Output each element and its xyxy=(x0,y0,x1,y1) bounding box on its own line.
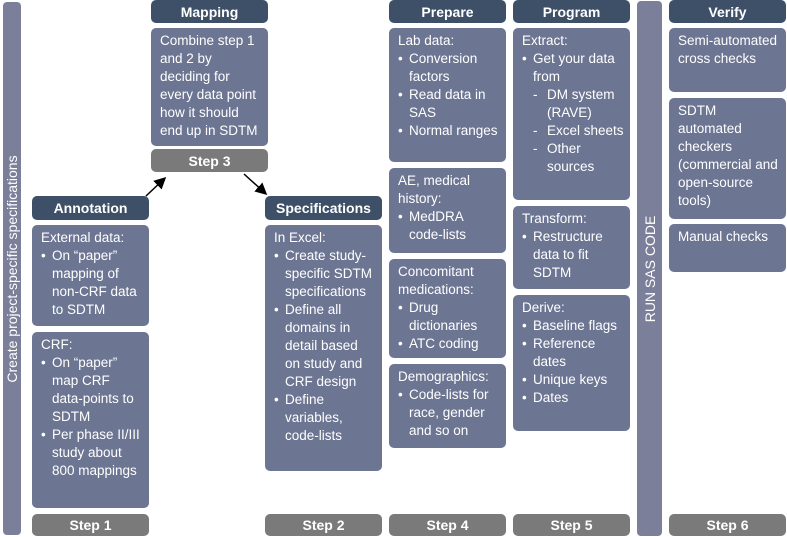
semi-automated-checks-card: Semi-automated cross checks xyxy=(669,28,786,92)
crf-item: On “paper” map CRF data-points to SDTM xyxy=(41,354,143,426)
extract-title: Extract: xyxy=(522,33,568,48)
extract-card: Extract: Get your data from DM system (R… xyxy=(513,28,630,200)
ae-medical-history-title: AE, medical history: xyxy=(398,173,471,206)
concomitant-medications-item: ATC coding xyxy=(398,335,500,353)
step-3-label: Step 3 xyxy=(151,149,268,172)
manual-checks-text: Manual checks xyxy=(678,229,769,244)
concomitant-medications-title: Concomitant medications: xyxy=(398,264,474,297)
derive-card: Derive: Baseline flags Reference dates U… xyxy=(513,295,630,431)
crf-title: CRF: xyxy=(41,337,73,352)
transform-card: Transform: Restructure data to fit SDTM xyxy=(513,206,630,289)
crf-item: Per phase II/III study about 800 mapping… xyxy=(41,426,143,480)
sdtm-checkers-text: SDTM automated checkers (commercial and … xyxy=(678,103,778,208)
step-2-label: Step 2 xyxy=(265,514,382,536)
specifications-item: Define variables, code-lists xyxy=(274,391,376,445)
prepare-header: Prepare xyxy=(389,0,506,23)
derive-item: Unique keys xyxy=(522,371,624,389)
verify-header: Verify xyxy=(669,0,786,23)
extract-subitem: DM system (RAVE) xyxy=(522,86,624,122)
specifications-item: Create study-specific SDTM specification… xyxy=(274,247,376,301)
run-sas-code-label: RUN SAS CODE xyxy=(641,215,658,322)
concomitant-medications-item: Drug dictionaries xyxy=(398,299,500,335)
lab-data-item: Conversion factors xyxy=(398,50,500,86)
crf-card: CRF: On “paper” map CRF data-points to S… xyxy=(32,332,149,508)
transform-item: Restructure data to fit SDTM xyxy=(522,228,624,282)
concomitant-medications-card: Concomitant medications: Drug dictionari… xyxy=(389,259,506,358)
program-header: Program xyxy=(513,0,630,23)
annotation-header: Annotation xyxy=(32,196,149,220)
lab-data-item: Read data in SAS xyxy=(398,86,500,122)
specifications-card: In Excel: Create study-specific SDTM spe… xyxy=(265,225,382,471)
ae-medical-history-item: MedDRA code-lists xyxy=(398,208,500,244)
sdtm-checkers-card: SDTM automated checkers (commercial and … xyxy=(669,98,786,219)
lab-data-card: Lab data: Conversion factors Read data i… xyxy=(389,28,506,162)
mapping-header: Mapping xyxy=(151,0,268,23)
specifications-header: Specifications xyxy=(265,196,382,220)
run-sas-code-bar: RUN SAS CODE xyxy=(637,1,662,536)
demographics-item: Code-lists for race, gender and so on xyxy=(398,386,500,440)
lab-data-item: Normal ranges xyxy=(398,122,500,140)
lab-data-title: Lab data: xyxy=(398,33,455,48)
external-data-card: External data: On “paper” mapping of non… xyxy=(32,225,149,326)
external-data-item: On “paper” mapping of non-CRF data to SD… xyxy=(41,247,143,319)
extract-subitem: Other sources xyxy=(522,140,624,176)
step-6-label: Step 6 xyxy=(669,514,786,536)
step-1-label: Step 1 xyxy=(32,514,149,536)
mapping-text: Combine step 1 and 2 by deciding for eve… xyxy=(160,33,258,138)
arrow-annotation-to-step3 xyxy=(145,176,167,197)
step-4-label: Step 4 xyxy=(389,514,506,536)
demographics-title: Demographics: xyxy=(398,369,489,384)
semi-automated-checks-text: Semi-automated cross checks xyxy=(678,33,778,66)
specifications-item: Define all domains in detail based on st… xyxy=(274,301,376,391)
step-5-label: Step 5 xyxy=(513,514,630,536)
specifications-title: In Excel: xyxy=(274,230,326,245)
arrow-step3-to-specifications xyxy=(243,173,268,196)
demographics-card: Demographics: Code-lists for race, gende… xyxy=(389,364,506,448)
derive-item: Baseline flags xyxy=(522,317,624,335)
derive-item: Reference dates xyxy=(522,335,624,371)
mapping-card: Combine step 1 and 2 by deciding for eve… xyxy=(151,28,268,146)
ae-medical-history-card: AE, medical history: MedDRA code-lists xyxy=(389,168,506,253)
external-data-title: External data: xyxy=(41,230,125,245)
manual-checks-card: Manual checks xyxy=(669,224,786,272)
sidebar-create-specifications: Create project-specific specifications xyxy=(3,2,21,535)
transform-title: Transform: xyxy=(522,211,587,226)
extract-subitem: Excel sheets xyxy=(522,122,624,140)
extract-item: Get your data from xyxy=(522,50,624,86)
derive-item: Dates xyxy=(522,389,624,407)
derive-title: Derive: xyxy=(522,300,565,315)
